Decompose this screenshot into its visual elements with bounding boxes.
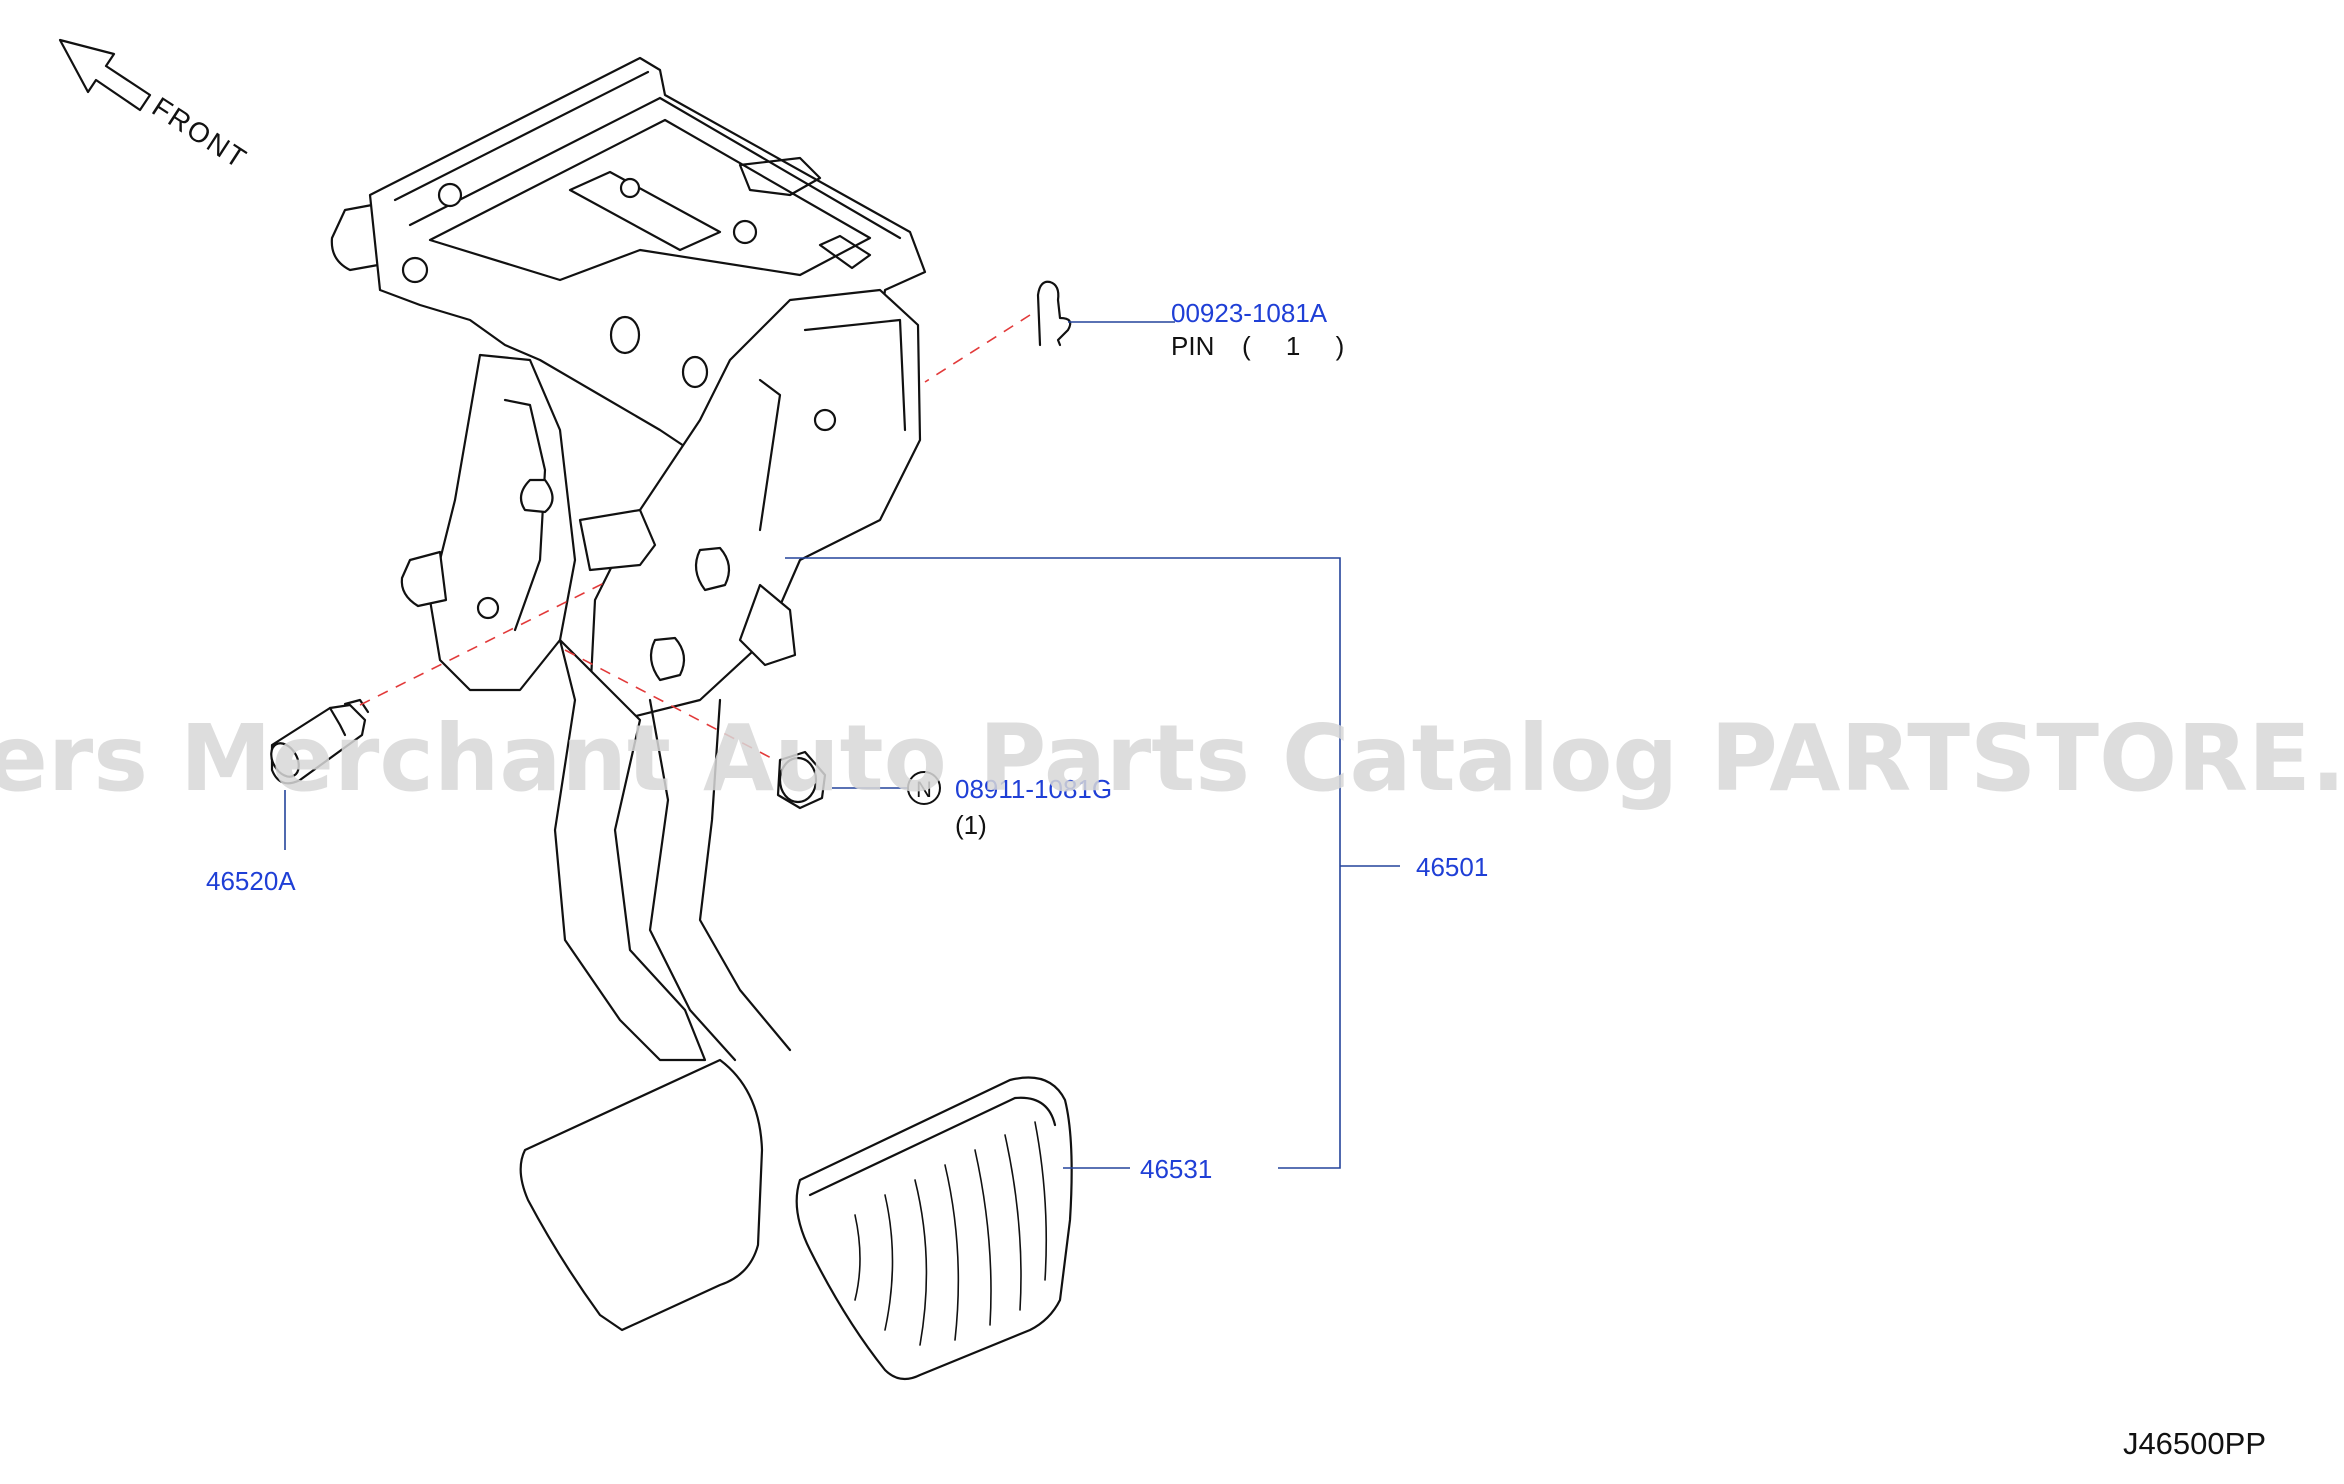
nut-drawing bbox=[776, 750, 827, 810]
front-label: FRONT bbox=[147, 91, 253, 175]
leader-lines bbox=[284, 321, 1400, 1169]
watermark: Offers Merchant Auto Parts Catalog PARTS… bbox=[0, 705, 2344, 812]
centerlines bbox=[359, 314, 1031, 761]
pin-qty: ( 1 ) bbox=[1242, 331, 1358, 361]
pin-clip-icon bbox=[1036, 280, 1072, 347]
drawing-id: J46500PP bbox=[2123, 1426, 2266, 1461]
part-number-nut[interactable]: 08911-1081G bbox=[955, 774, 1112, 804]
svg-text:N: N bbox=[916, 777, 932, 802]
nut-n-marker-icon: N bbox=[907, 771, 941, 805]
front-arrow-icon bbox=[58, 38, 152, 112]
part-number-pedal-assembly[interactable]: 46501 bbox=[1416, 852, 1488, 882]
part-number-pedal-pad[interactable]: 46531 bbox=[1140, 1154, 1212, 1184]
part-number-pin[interactable]: 00923-1081A bbox=[1171, 298, 1328, 328]
pedal-bracket-drawing bbox=[330, 56, 1073, 1381]
part-number-clevis-pin[interactable]: 46520A bbox=[206, 866, 296, 896]
clevis-pin-drawing bbox=[270, 698, 370, 785]
pin-name: PIN bbox=[1171, 331, 1214, 361]
nut-qty: (1) bbox=[955, 810, 987, 840]
